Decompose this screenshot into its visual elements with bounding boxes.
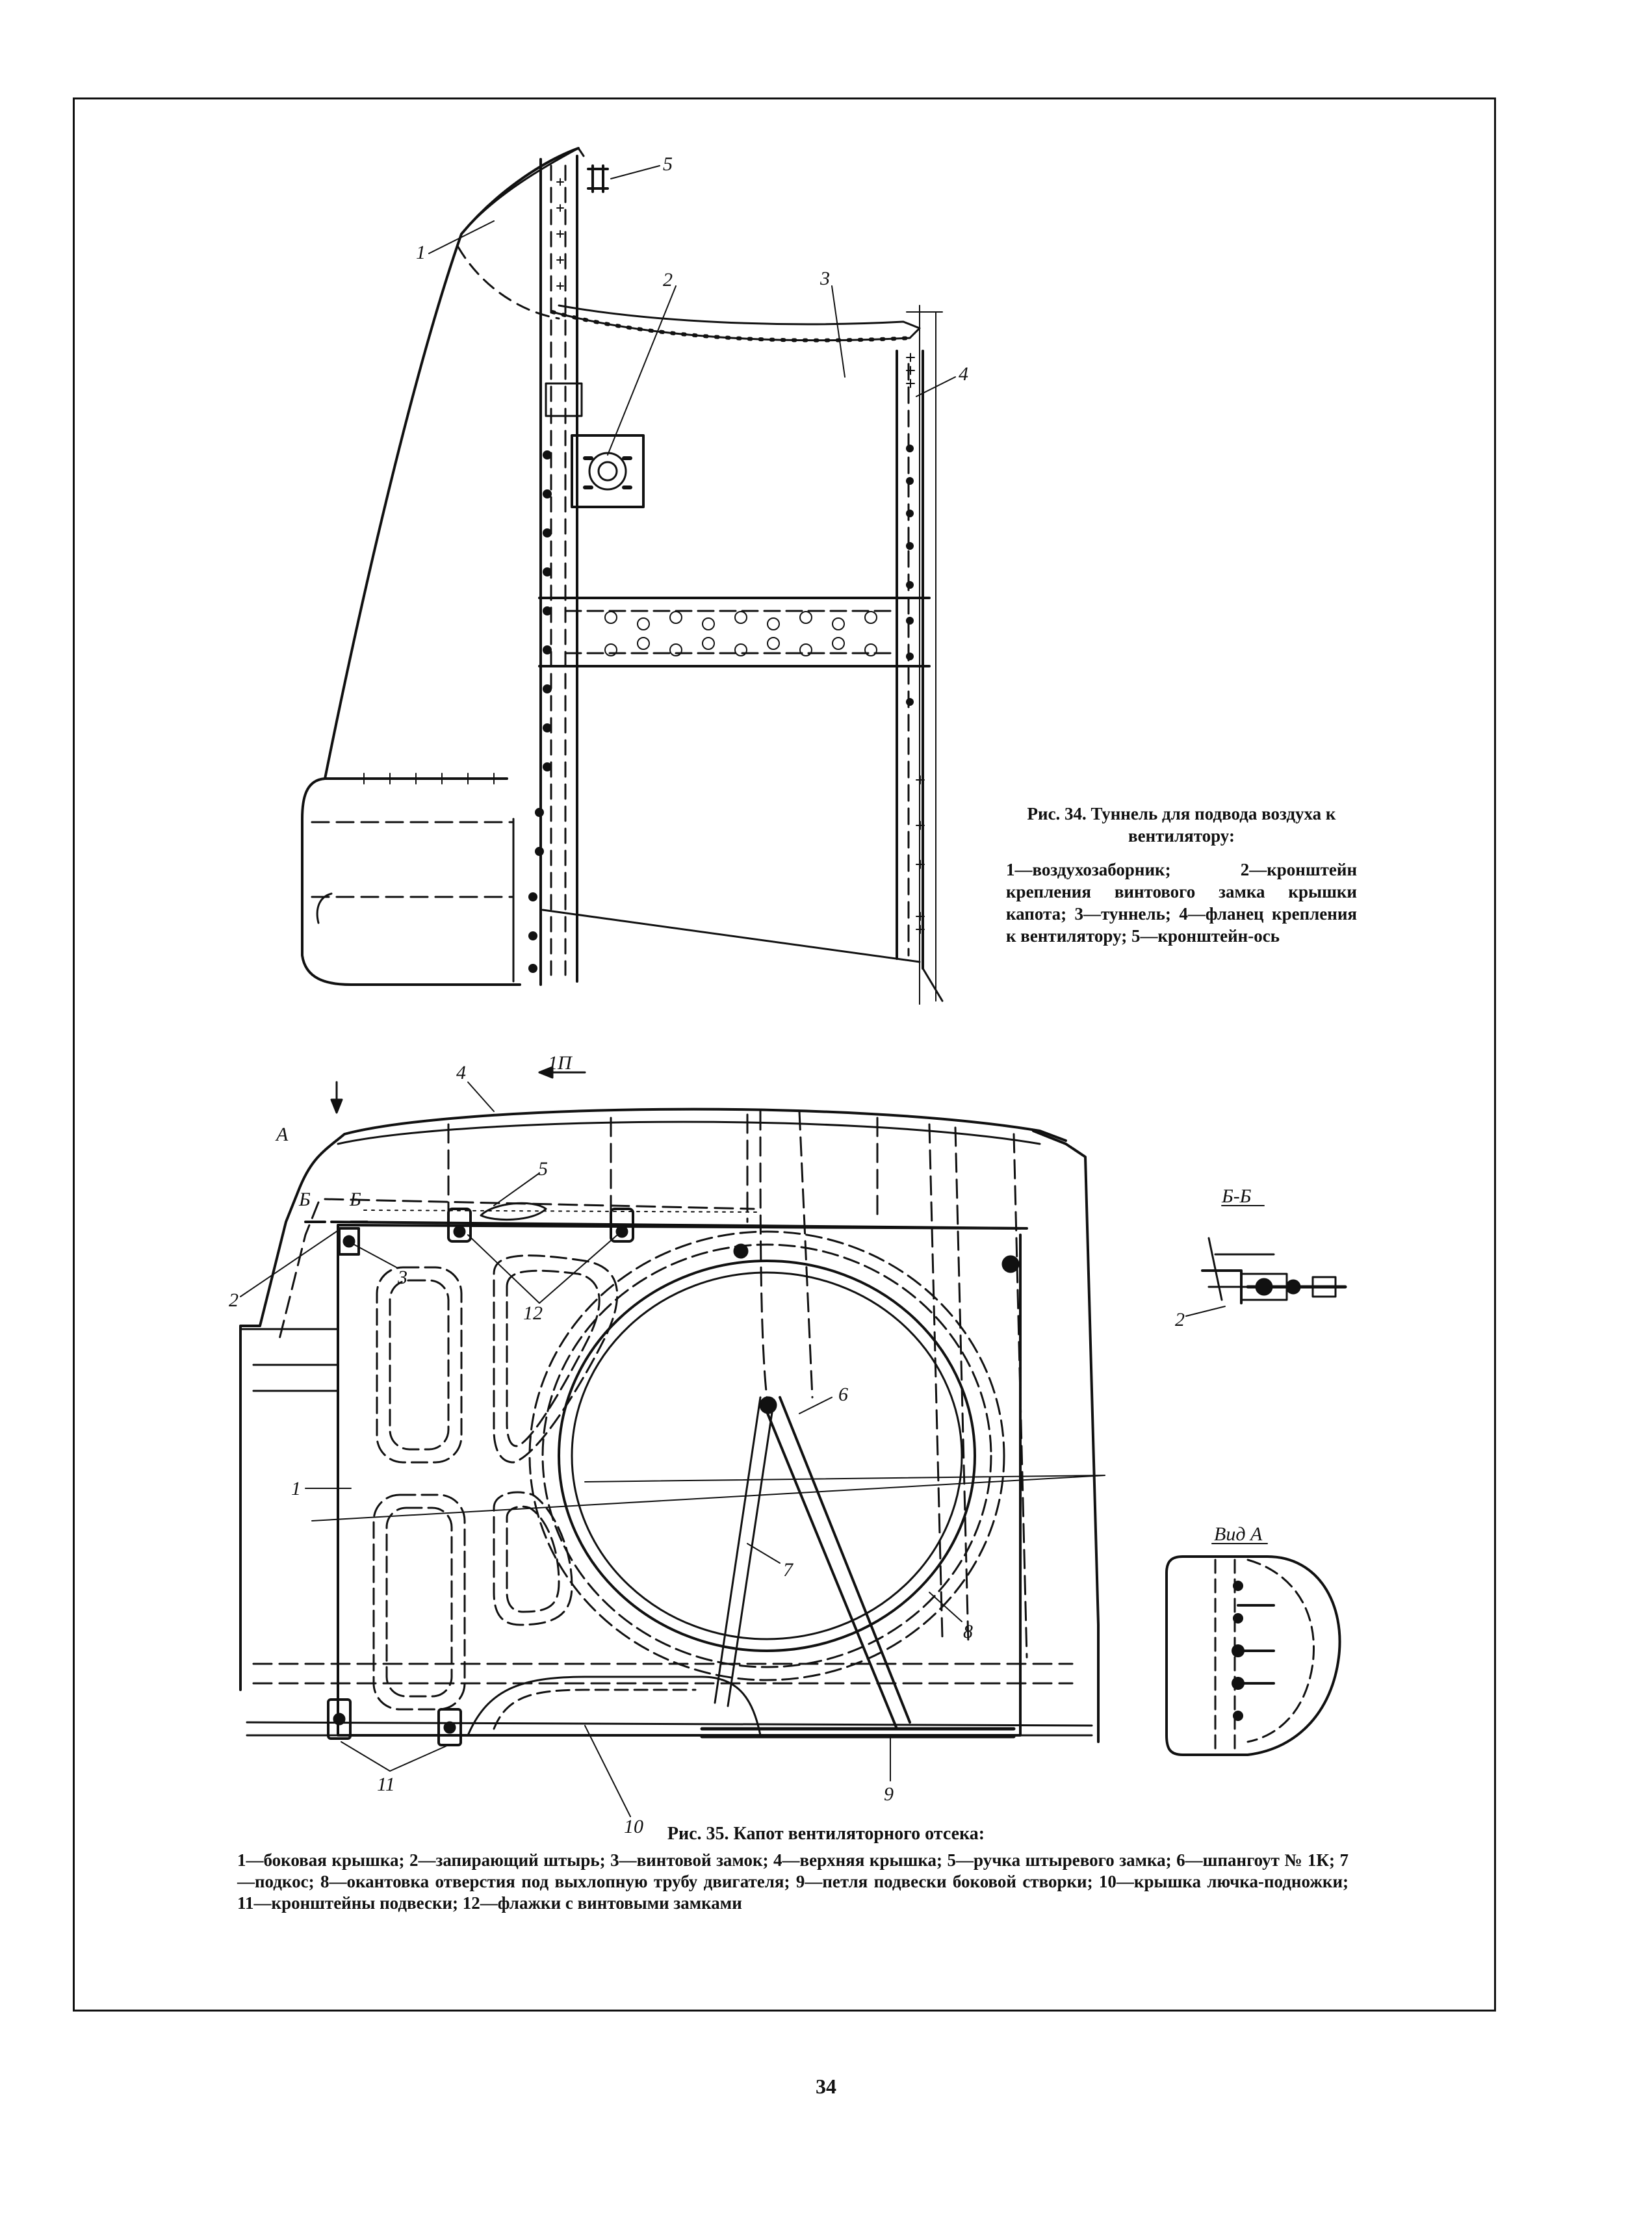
page-number: 34 [816, 2075, 836, 2098]
fig35-view-arrow-a: А [275, 1124, 289, 1145]
fig35-title: Рис. 35. Капот вентиляторного отсека: [667, 1824, 985, 1844]
fig35-callout-4: 4 [456, 1062, 466, 1083]
fig35-section-mark-left: Б [298, 1189, 311, 1210]
fig35-legend: 1—боковая крышка; 2—запирающий штырь; 3—… [237, 1850, 1349, 1913]
section-bb-detail [1185, 1205, 1347, 1317]
fig35-callout-9: 9 [884, 1783, 894, 1805]
fig35-callout-8: 8 [963, 1621, 973, 1642]
section-bb-callout: 2 [1175, 1309, 1185, 1330]
fig35-callout-12: 12 [523, 1302, 543, 1324]
fig35-callout-5: 5 [538, 1158, 548, 1180]
fig34-callout-4: 4 [959, 363, 968, 385]
fig34-callout-5: 5 [663, 153, 673, 175]
fig34-callout-1: 1 [416, 242, 426, 263]
fig34-callout-2: 2 [663, 269, 673, 291]
fig34-callout-3: 3 [820, 268, 830, 289]
section-bb-label: Б-Б [1221, 1185, 1252, 1207]
fig35-callout-1: 1 [291, 1478, 301, 1499]
fig35-callout-2: 2 [229, 1289, 239, 1311]
fig34-legend: 1—воздухозаборник; 2—кронштейн крепления… [1006, 860, 1357, 946]
fig35-direction-label: 1П [548, 1052, 573, 1074]
fig34-drawing [301, 147, 956, 1005]
fig35-callout-7: 7 [783, 1559, 794, 1581]
fig35-callout-10: 10 [624, 1816, 643, 1837]
fig35-callout-3: 3 [397, 1267, 407, 1288]
fig35-callout-6: 6 [838, 1384, 848, 1405]
view-a-label: Вид А [1214, 1523, 1263, 1545]
fig35-callout-11: 11 [377, 1774, 395, 1795]
fig34-title: Рис. 34. Туннель для подвода воздуха к в… [1027, 804, 1336, 846]
fig35-section-mark-right: Б [349, 1189, 361, 1210]
page-border [73, 97, 1496, 2012]
fig34-caption: Рис. 34. Туннель для подвода воздуха к в… [1006, 803, 1357, 947]
fig35-drawing [239, 1066, 1105, 1817]
view-a-detail [1165, 1543, 1341, 1756]
